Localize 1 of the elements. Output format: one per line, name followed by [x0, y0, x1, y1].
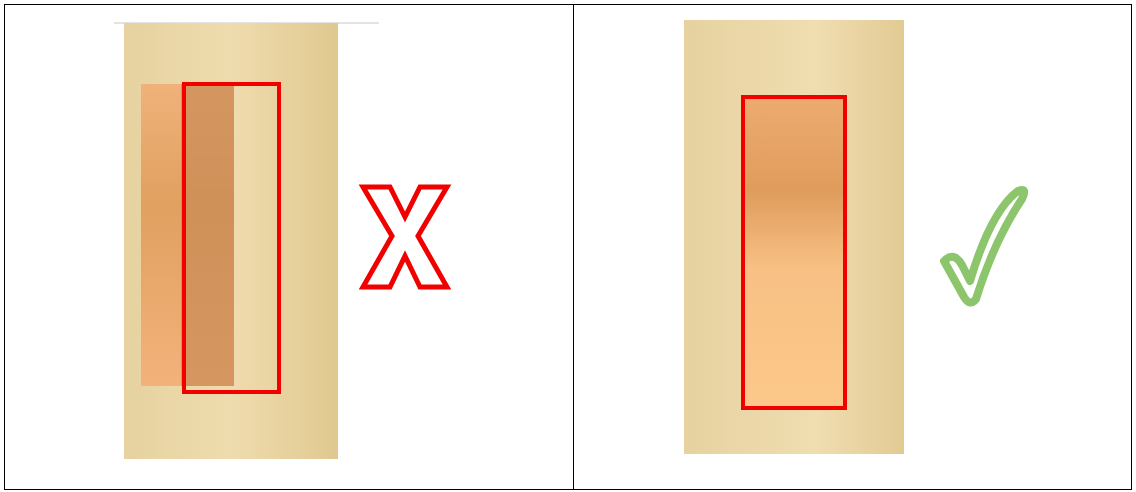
- cylinder-drawing: [684, 20, 904, 454]
